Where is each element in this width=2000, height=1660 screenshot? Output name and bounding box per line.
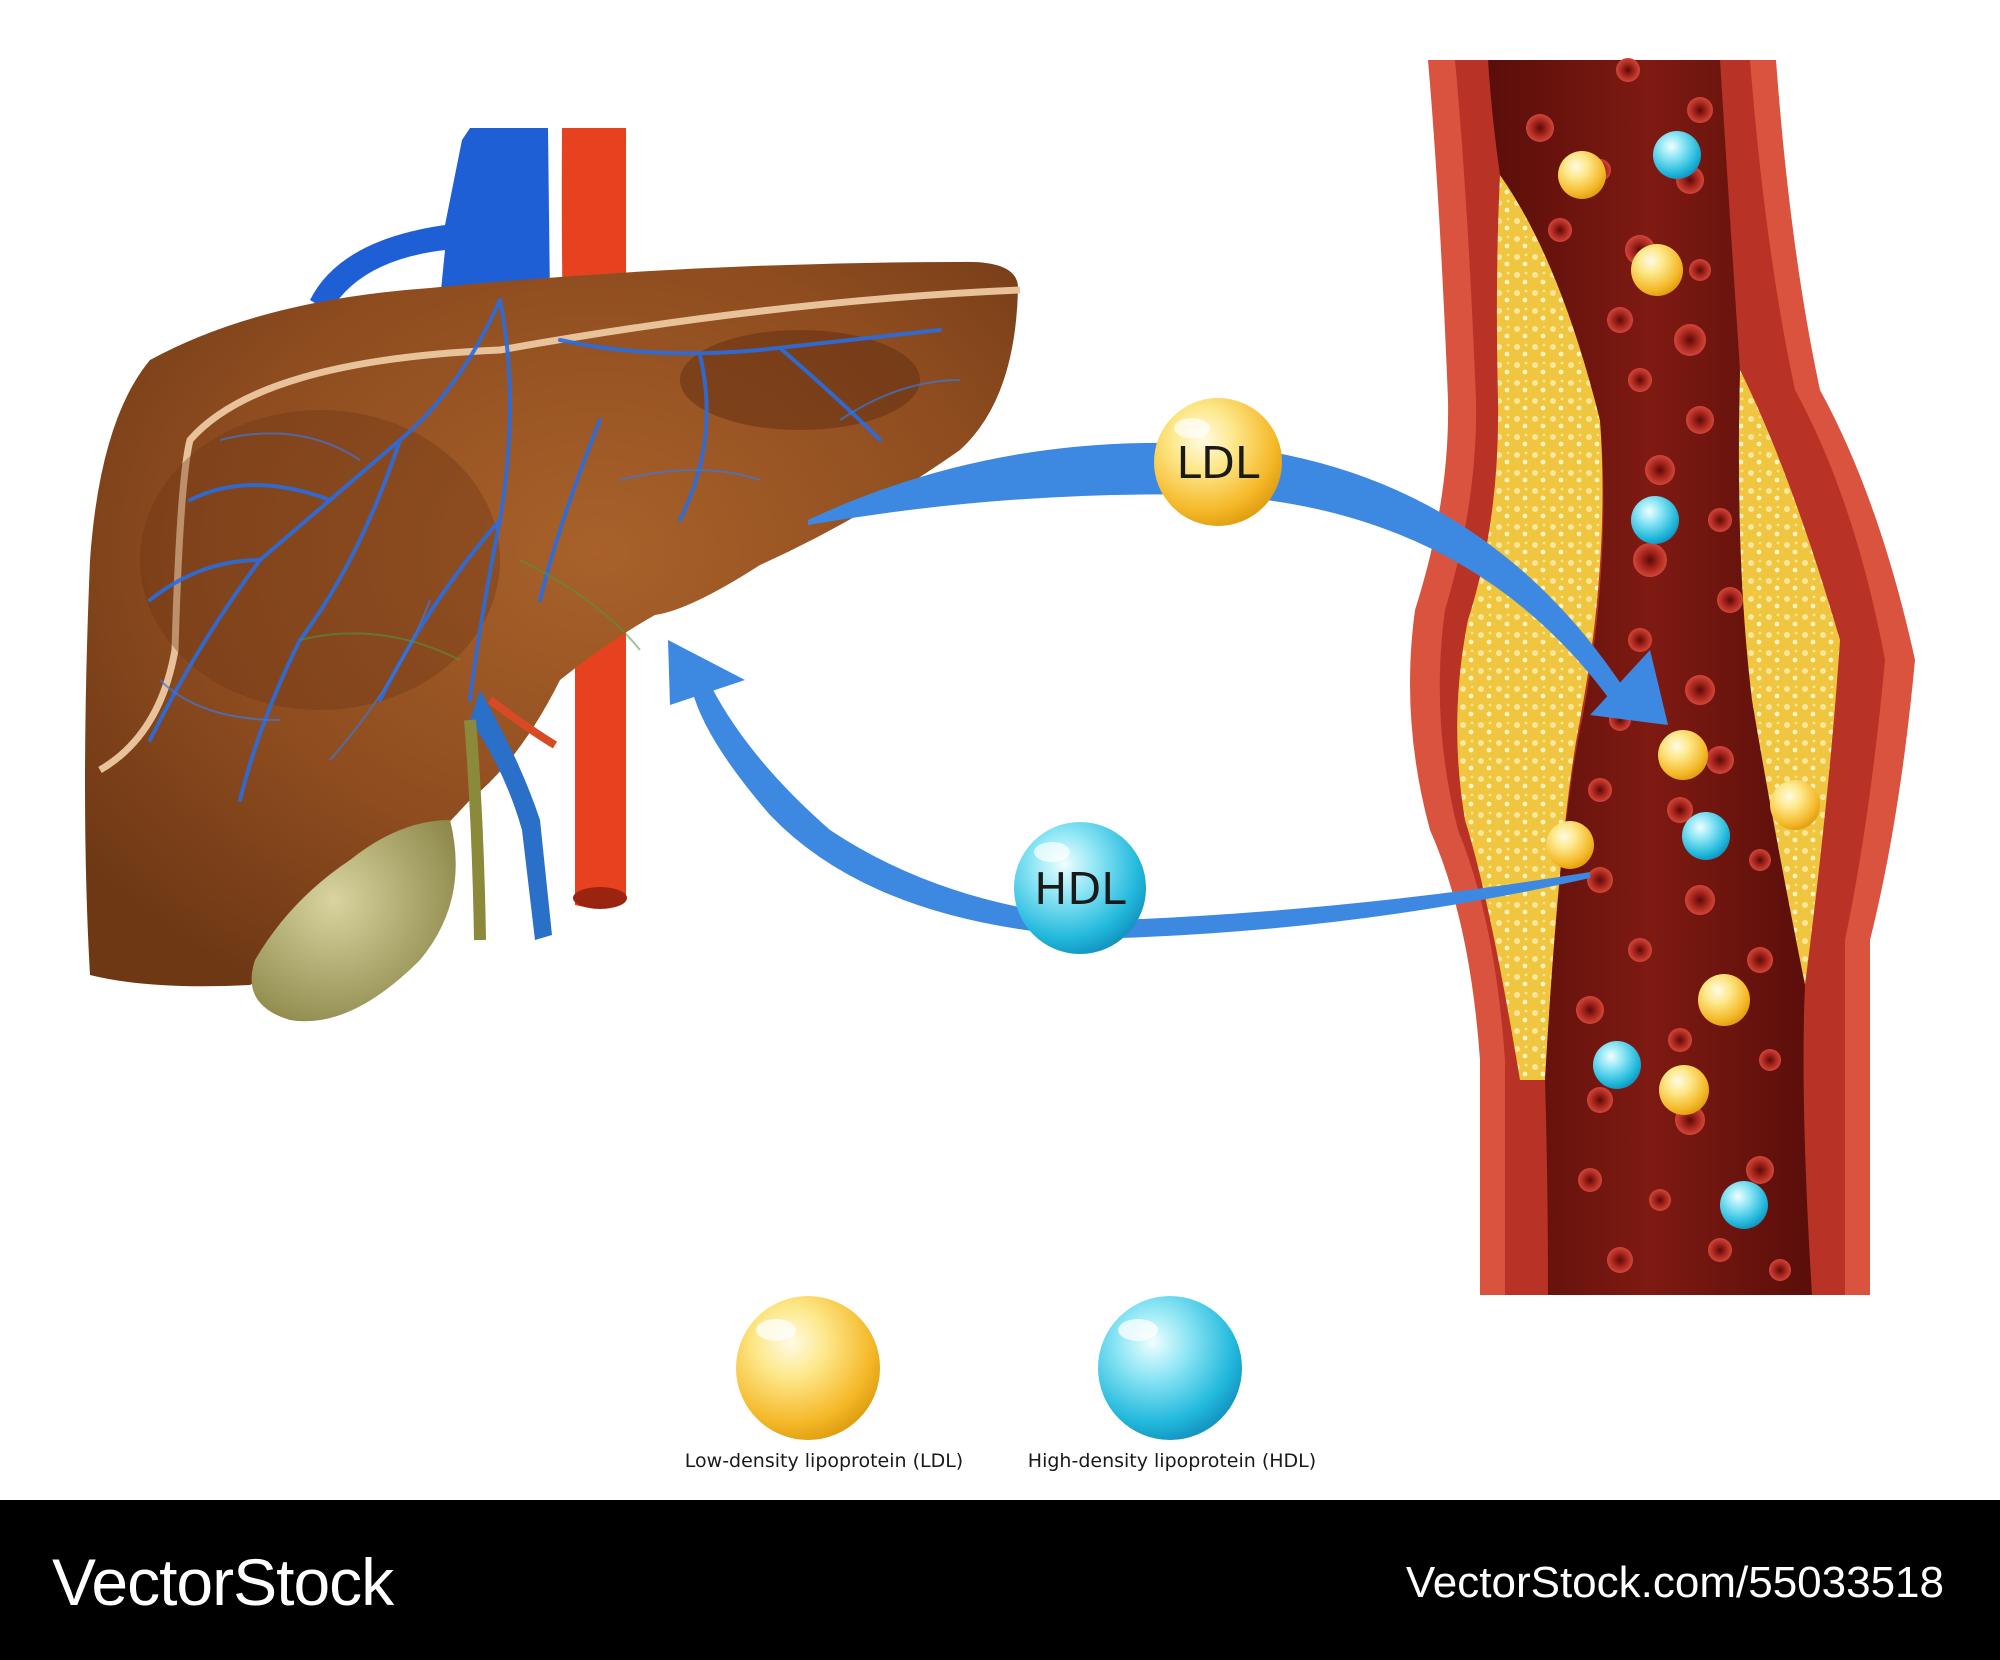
hdl-flow-arrow: [668, 640, 1590, 938]
ldl-bubble-label: LDL: [1177, 438, 1260, 489]
hdl-bubble: HDL: [1014, 822, 1146, 954]
portal-vein: [470, 690, 552, 940]
liver-shape: [85, 261, 1019, 987]
artery-ldl-particles: [1546, 151, 1820, 1115]
diagram-artwork: LDL HDL: [85, 58, 1915, 1440]
watermark-image-url: VectorStock.com/55033518: [1405, 1558, 1944, 1607]
watermark-brand: VectorStock: [52, 1545, 394, 1619]
watermark-footer: VectorStock VectorStock.com/55033518: [0, 1500, 2000, 1660]
legend-ldl-swatch: [736, 1296, 880, 1440]
liver-illustration: [85, 128, 1021, 1022]
plaque-right: [1738, 370, 1840, 985]
legend-hdl-swatch: [1098, 1296, 1242, 1440]
hdl-bubble-label: HDL: [1034, 864, 1126, 915]
gallbladder-shape: [251, 820, 456, 1022]
ldl-flow-arrow: [808, 442, 1668, 725]
vena-cava-vessel: [310, 128, 550, 312]
artery-illustration: [1410, 58, 1915, 1295]
legend-hdl-label: High-density lipoprotein (HDL): [1027, 1450, 1317, 1472]
artery-hdl-particles: [1593, 131, 1768, 1229]
ldl-bubble: LDL: [1154, 398, 1282, 526]
legend-ldl-label: Low-density lipoprotein (LDL): [684, 1450, 964, 1472]
plaque-left: [1457, 175, 1603, 1080]
